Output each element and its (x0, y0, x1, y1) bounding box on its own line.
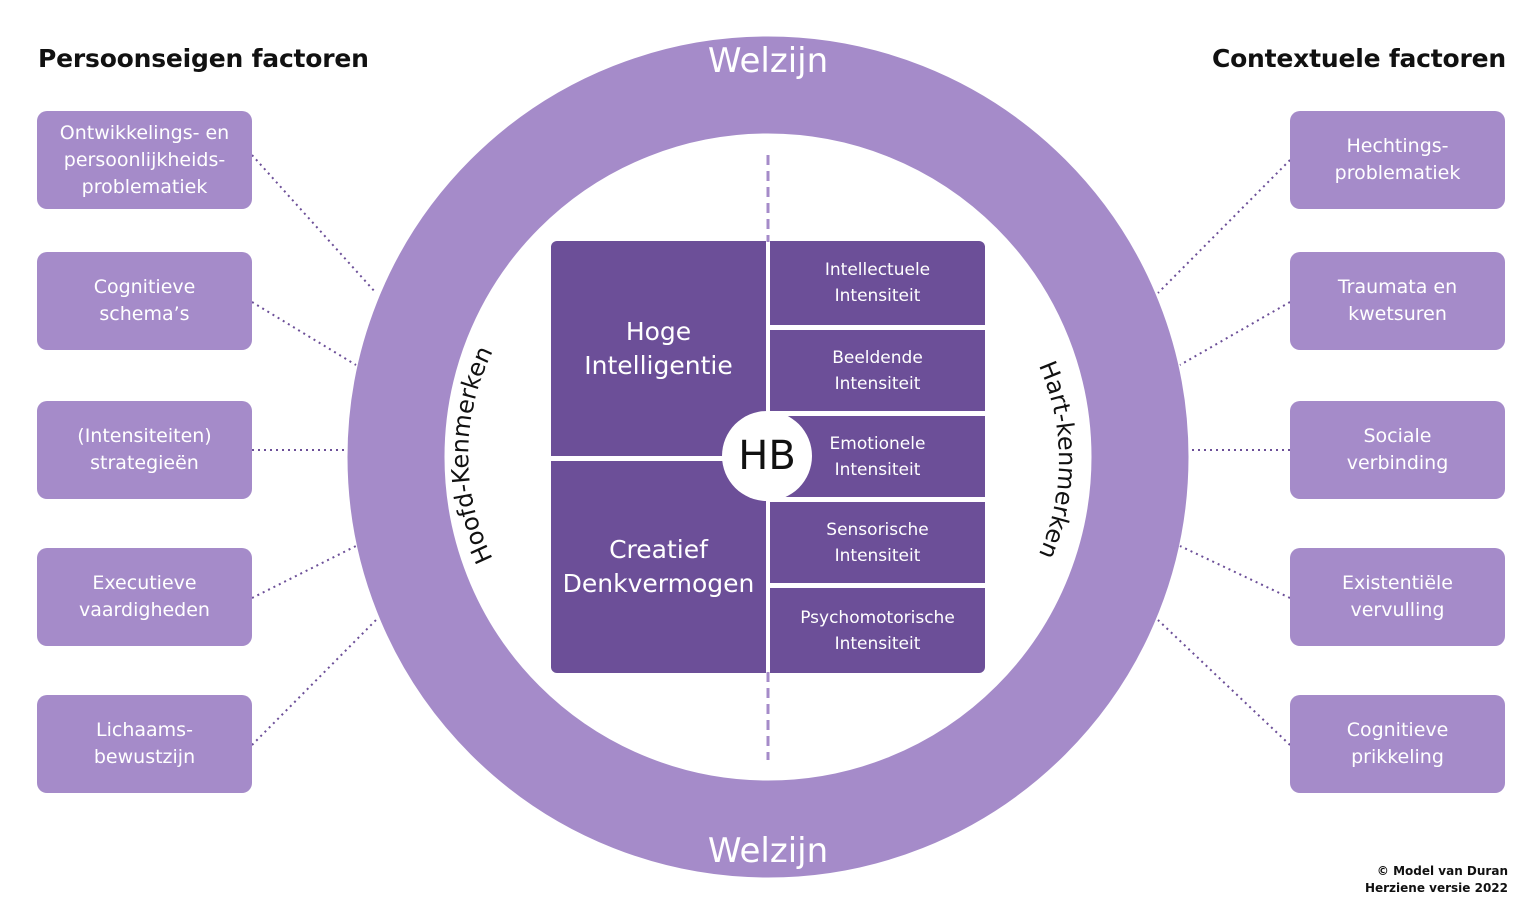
arc-label-right: Hart-kenmerken (1033, 357, 1081, 563)
right-factor-box-5: Cognitieve prikkeling (1290, 695, 1505, 793)
ring-label-top: Welzijn (708, 41, 828, 81)
right-factor-box-1: Hechtings- problematiek (1290, 111, 1505, 209)
arc-label-right-text: Hart-kenmerken (1033, 357, 1081, 563)
connector-left-4 (251, 545, 357, 599)
connector-left-1 (251, 154, 377, 294)
connector-right-2 (1179, 301, 1291, 366)
copyright-note: © Model van Duran Herziene versie 2022 (1365, 863, 1508, 897)
hb-center-label: HB (738, 433, 796, 479)
left-factor-box-2: Cognitieve schema’s (37, 252, 252, 350)
left-factor-box-5: Lichaams- bewustzijn (37, 695, 252, 793)
intensity-sensorische: Sensorische Intensiteit (770, 502, 985, 583)
copyright-line-1: © Model van Duran (1376, 864, 1508, 878)
hb-center-circle: HB (722, 411, 812, 501)
head-trait-hoge-intelligentie: Hoge Intelligentie (551, 241, 766, 456)
left-factor-box-3: (Intensiteiten) strategieën (37, 401, 252, 499)
connector-left-2 (251, 301, 357, 366)
intensity-psychomotorische: Psychomotorische Intensiteit (770, 588, 985, 673)
copyright-line-2: Herziene versie 2022 (1364, 881, 1508, 895)
left-factor-box-1: Ontwikkelings- en persoonlijkheids- prob… (37, 111, 252, 209)
right-factor-box-2: Traumata en kwetsuren (1290, 252, 1505, 350)
intensity-intellectuele: Intellectuele Intensiteit (770, 241, 985, 325)
connector-right-5 (1157, 619, 1291, 746)
ring-label-bottom: Welzijn (708, 831, 828, 871)
left-heading: Persoonseigen factoren (38, 44, 369, 73)
right-heading: Contextuele factoren (1211, 44, 1506, 73)
welzijn-ring (347, 36, 1189, 878)
right-connectors (1157, 159, 1291, 746)
connector-right-1 (1157, 159, 1291, 294)
right-factor-box-3: Sociale verbinding (1290, 401, 1505, 499)
head-trait-creatief-denkvermogen: Creatief Denkvermogen (551, 461, 766, 673)
connector-right-4 (1179, 545, 1291, 599)
intensity-beeldende: Beeldende Intensiteit (770, 330, 985, 411)
connector-left-5 (251, 619, 377, 746)
right-factor-box-4: Existentiële vervulling (1290, 548, 1505, 646)
left-factor-box-4: Executieve vaardigheden (37, 548, 252, 646)
left-connectors (251, 154, 377, 746)
